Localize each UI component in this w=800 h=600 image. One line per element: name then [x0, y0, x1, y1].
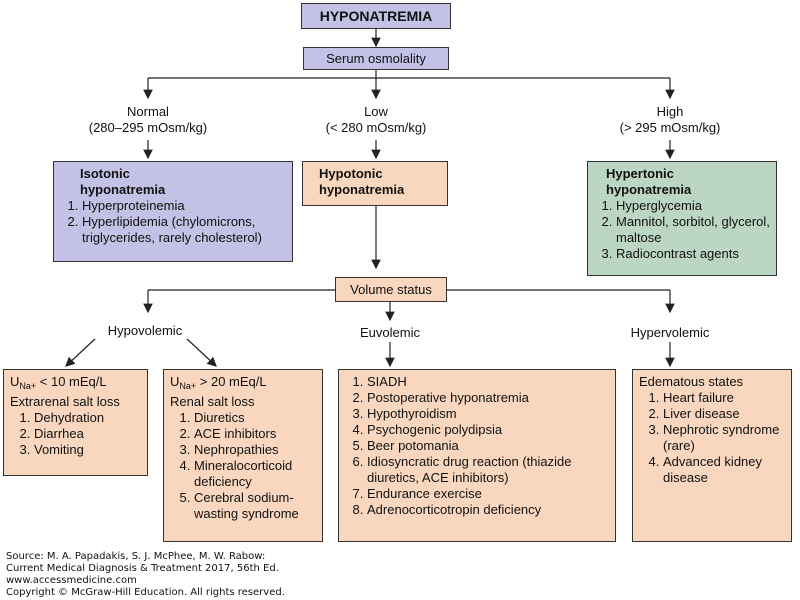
branch-low-name: Low: [364, 104, 388, 119]
hypervolemic-item: Nephrotic syndrome (rare): [663, 422, 785, 454]
branch-low: Low (< 280 mOsm/kg): [316, 104, 436, 136]
renal-u-sub: Na+: [179, 381, 197, 391]
renal-item: Cerebral sodium-wasting syndrome: [194, 490, 316, 522]
volume-branch-hypovolemic: Hypovolemic: [90, 323, 200, 339]
euvolemic-item: Psychogenic polydipsia: [367, 422, 609, 438]
hypertonic-title-line2: hyponatremia: [606, 182, 692, 197]
volume-status-box: Volume status: [335, 277, 447, 302]
footer-line1: Source: M. A. Papadakis, S. J. McPhee, M…: [6, 551, 266, 562]
footer-line2: Current Medical Diagnosis & Treatment 20…: [6, 563, 279, 574]
euvolemic-item: SIADH: [367, 374, 609, 390]
root-title: HYPONATREMIA: [319, 8, 433, 24]
renal-item: Diuretics: [194, 410, 316, 426]
isotonic-item: Hyperproteinemia: [82, 198, 286, 214]
hypertonic-item: Mannitol, sorbitol, glycerol, maltose: [616, 214, 770, 246]
hypervolemic-item: Advanced kidney disease: [663, 454, 785, 486]
arrow-to-extrarenal: [65, 337, 97, 367]
hypervolemic-box: Edematous states Heart failure Liver dis…: [632, 369, 792, 542]
isotonic-title-line1: Isotonic: [80, 166, 130, 181]
renal-heading: Renal salt loss: [170, 394, 255, 409]
isotonic-box: Isotonic hyponatremia Hyperproteinemia H…: [53, 161, 293, 262]
hypertonic-title: Hypertonic hyponatremia: [594, 166, 770, 198]
renal-item: Mineralocorticoid deficiency: [194, 458, 316, 490]
euvolemic-item: Endurance exercise: [367, 486, 609, 502]
hypertonic-item: Radiocontrast agents: [616, 246, 770, 262]
extrarenal-u-prefix: U: [10, 374, 20, 389]
hypertonic-item: Hyperglycemia: [616, 198, 770, 214]
hypervolemic-item: Liver disease: [663, 406, 785, 422]
footer-line4: Copyright © McGraw-Hill Education. All r…: [6, 587, 285, 598]
extrarenal-u-sub: Na+: [19, 381, 37, 391]
extrarenal-item: Dehydration: [34, 410, 141, 426]
branch-normal: Normal (280–295 mOsm/kg): [88, 104, 208, 136]
renal-urine-sodium: UNa+ > 20 mEq/L: [170, 374, 316, 394]
euvolemic-item: Beer potomania: [367, 438, 609, 454]
volume-branch-euvolemic: Euvolemic: [340, 325, 440, 341]
hypertonic-title-line1: Hypertonic: [606, 166, 674, 181]
hypervolemic-heading: Edematous states: [639, 374, 744, 389]
branch-normal-name: Normal: [127, 104, 169, 119]
source-footer: Source: M. A. Papadakis, S. J. McPhee, M…: [6, 551, 285, 599]
serum-osmolality-box: Serum osmolality: [303, 47, 449, 70]
volume-branch-hypervolemic: Hypervolemic: [615, 325, 725, 341]
extrarenal-urine-sodium: UNa+ < 10 mEq/L: [10, 374, 141, 394]
hypervolemic-item: Heart failure: [663, 390, 785, 406]
isotonic-title: Isotonic hyponatremia: [60, 166, 286, 198]
extrarenal-box: UNa+ < 10 mEq/L Extrarenal salt loss Deh…: [3, 369, 148, 476]
isotonic-title-line2: hyponatremia: [80, 182, 166, 197]
renal-box: UNa+ > 20 mEq/L Renal salt loss Diuretic…: [163, 369, 323, 542]
euvolemic-item: Hypothyroidism: [367, 406, 609, 422]
hypertonic-box: Hypertonic hyponatremia Hyperglycemia Ma…: [587, 161, 777, 276]
renal-u-value: > 20 mEq/L: [196, 374, 267, 389]
branch-normal-range: (280–295 mOsm/kg): [88, 120, 208, 135]
extrarenal-heading: Extrarenal salt loss: [10, 394, 120, 409]
extrarenal-item: Diarrhea: [34, 426, 141, 442]
root-box: HYPONATREMIA: [301, 3, 451, 29]
branch-high-range: (> 295 mOsm/kg): [619, 120, 721, 135]
extrarenal-u-value: < 10 mEq/L: [36, 374, 107, 389]
hypotonic-title: Hypotonic hyponatremia: [309, 166, 441, 198]
hypotonic-box: Hypotonic hyponatremia: [302, 161, 448, 206]
euvolemic-box: SIADH Postoperative hyponatremia Hypothy…: [338, 369, 616, 542]
euvolemic-item: Idiosyncratic drug reaction (thiazide di…: [367, 454, 609, 486]
hypotonic-title-line1: Hypotonic: [319, 166, 383, 181]
branch-low-range: (< 280 mOsm/kg): [325, 120, 427, 135]
volume-status-label: Volume status: [350, 281, 432, 297]
extrarenal-item: Vomiting: [34, 442, 141, 458]
serum-osmolality-label: Serum osmolality: [326, 50, 426, 66]
euvolemic-item: Adrenocorticotropin deficiency: [367, 502, 609, 518]
renal-item: ACE inhibitors: [194, 426, 316, 442]
hypotonic-title-line2: hyponatremia: [319, 182, 405, 197]
branch-high: High (> 295 mOsm/kg): [610, 104, 730, 136]
footer-line3: www.accessmedicine.com: [6, 575, 137, 586]
arrow-to-renal: [185, 337, 217, 367]
branch-high-name: High: [656, 104, 684, 119]
renal-u-prefix: U: [170, 374, 180, 389]
euvolemic-item: Postoperative hyponatremia: [367, 390, 609, 406]
renal-item: Nephropathies: [194, 442, 316, 458]
isotonic-item: Hyperlipidemia (chylomicrons, triglyceri…: [82, 214, 286, 246]
